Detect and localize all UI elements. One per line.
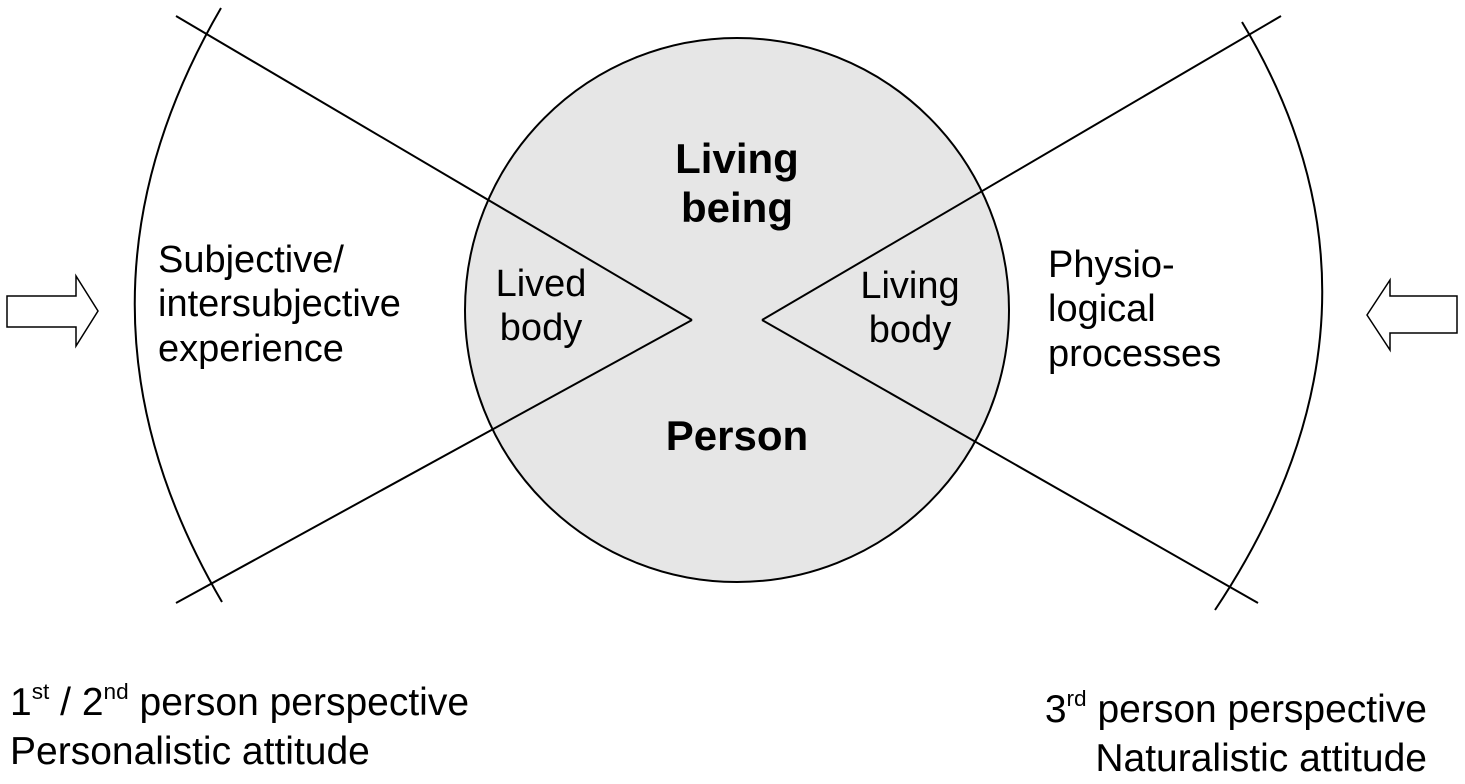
ordinal-second: 2 xyxy=(81,681,104,724)
naturalistic-attitude: Naturalistic attitude xyxy=(1095,736,1427,780)
physio-line3: processes xyxy=(1048,332,1222,375)
perspective-text: person perspective xyxy=(128,681,470,724)
personalistic-attitude: Personalistic attitude xyxy=(10,729,370,773)
left-perspective-caption: 1st / 2nd person perspective Personalist… xyxy=(10,679,469,777)
ordinal-first-suffix: st xyxy=(31,678,50,704)
right-arrow-icon xyxy=(1366,277,1458,353)
person-label: Person xyxy=(665,412,809,459)
left-outer-arc xyxy=(133,7,223,603)
lived-body-label: Lived body xyxy=(466,262,616,351)
center-circle xyxy=(464,37,1010,583)
left-arrow-icon xyxy=(6,273,99,349)
left-lower-ray xyxy=(175,319,693,604)
physio-line1: Physio- xyxy=(1048,244,1175,286)
living-being-line2: being xyxy=(681,184,793,232)
physiological-processes-label: Physio- logical processes xyxy=(1048,243,1221,376)
living-being-label: Living being xyxy=(637,134,837,232)
ordinal-second-suffix: nd xyxy=(103,678,129,704)
perspective-text: person perspective xyxy=(1086,688,1427,731)
left-upper-ray xyxy=(175,15,693,321)
first-second-person-perspective: 1st / 2nd person perspective xyxy=(10,679,469,728)
subjective-line1: Subjective/ xyxy=(158,239,344,281)
living-being-line1: Living xyxy=(675,135,799,182)
living-body-label: Living body xyxy=(835,264,985,353)
living-body-line1: Living xyxy=(860,265,960,307)
subjective-line2: intersubjective xyxy=(158,283,401,326)
lived-body-line1: Lived xyxy=(495,263,587,305)
ordinal-third: 3 xyxy=(1044,688,1067,731)
right-lower-ray xyxy=(761,319,1259,604)
ordinal-first: 1 xyxy=(10,681,32,724)
right-outer-arc xyxy=(1214,21,1324,611)
subjective-experience-label: Subjective/ intersubjective experience xyxy=(158,238,401,371)
lived-body-line2: body xyxy=(499,307,583,350)
third-person-perspective: 3rd person perspective xyxy=(1045,686,1427,735)
ordinal-third-suffix: rd xyxy=(1066,685,1087,711)
subjective-line3: experience xyxy=(158,327,344,370)
ordinal-separator: / xyxy=(49,681,82,724)
living-body-line2: body xyxy=(868,309,952,352)
right-perspective-caption: 3rd person perspective Naturalistic atti… xyxy=(1045,686,1427,784)
right-upper-ray xyxy=(761,15,1282,321)
physio-line2: logical xyxy=(1048,288,1156,331)
